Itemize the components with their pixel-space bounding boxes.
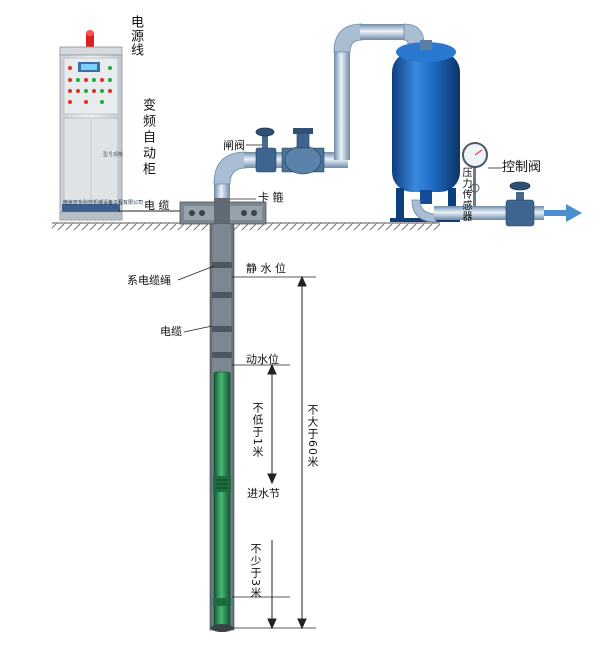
cabinet-maker-text: 南京亚东科技机械设备工程有限公司 <box>63 200 144 206</box>
label-control-valve: 控制阀 <box>502 160 542 175</box>
level-lines <box>232 276 316 629</box>
dimension-lines <box>267 275 307 630</box>
cabinet-tag-text: 型号规格 <box>103 152 124 158</box>
leader-lines <box>177 144 502 333</box>
label-cable-mid: 电缆 <box>160 325 182 338</box>
outlet-pipe <box>411 142 582 227</box>
control-cabinet <box>59 30 123 221</box>
gate-valve <box>255 127 325 175</box>
label-clamp: 卡 箍 <box>258 191 284 204</box>
label-control-cabinet: 变频自动柜 <box>140 98 155 178</box>
well-casing <box>209 223 235 632</box>
label-not-less-1m: 不低于1米 <box>251 402 264 458</box>
label-max-60m: 不大于60米 <box>306 404 319 468</box>
pressure-tank <box>390 40 460 222</box>
label-cable-rope: 系电缆绳 <box>127 274 171 287</box>
label-gate-valve: 闸阀 <box>223 139 245 152</box>
label-cable-top: 电 缆 <box>144 199 170 212</box>
label-not-less-3m: 不少于3米 <box>249 543 262 599</box>
label-dynamic-level: 动水位 <box>246 353 279 366</box>
label-static-level: 静 水 位 <box>246 262 286 275</box>
label-pressure-sensor: 压力传感器 <box>460 167 471 222</box>
well-head-clamp <box>179 198 267 226</box>
label-inlet-section: 进水节 <box>247 487 280 500</box>
label-power-line: 电源线 <box>128 15 143 57</box>
